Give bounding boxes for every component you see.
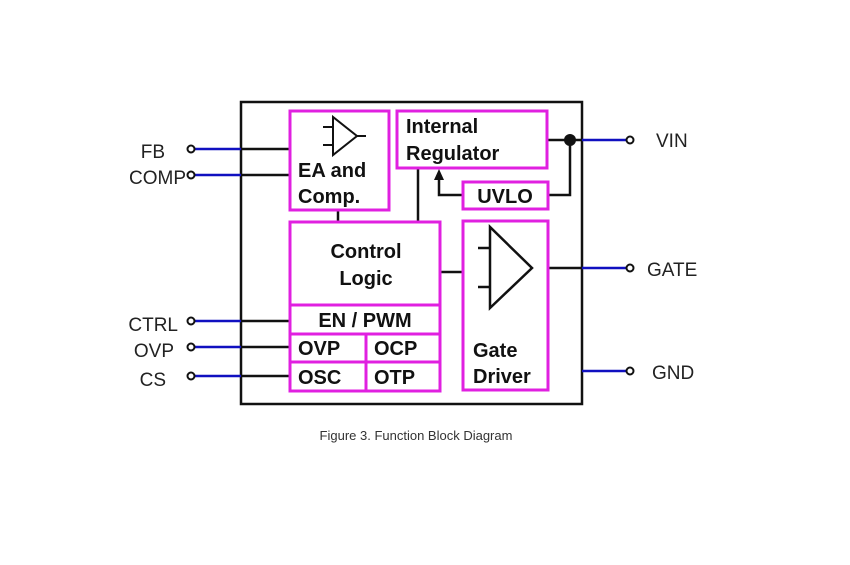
ea-label-line1: EA and xyxy=(298,160,366,182)
cs-pin-terminal xyxy=(186,371,196,381)
vin-pin-label: VIN xyxy=(656,131,688,152)
vin-pin-terminal xyxy=(625,135,635,145)
internal-regulator-block xyxy=(395,109,549,170)
figure-caption: Figure 3. Function Block Diagram xyxy=(320,428,513,443)
gnd-pin-terminal xyxy=(625,366,635,376)
comp-pin-terminal xyxy=(186,170,196,180)
vin-to-uvlo-wire xyxy=(548,140,572,197)
uvlo-label: UVLO xyxy=(477,186,533,208)
ocp-block-label: OCP xyxy=(374,338,417,360)
gate-pin-terminal xyxy=(625,263,635,273)
ctrl-pin-terminal xyxy=(186,316,196,326)
ovp-pin-label: OVP xyxy=(134,341,174,362)
ea-label-line2: Comp. xyxy=(298,186,360,208)
otp-block xyxy=(364,360,442,393)
regulator-label-line1: Internal xyxy=(406,116,478,138)
uvlo-arrow-head xyxy=(434,169,444,180)
ctrl-pin-label: CTRL xyxy=(128,315,178,336)
uvlo-block xyxy=(461,180,550,211)
control-label-line1: Control xyxy=(330,241,401,263)
gate-pin-label: GATE xyxy=(647,260,697,281)
amplifier-icon xyxy=(323,114,366,158)
osc-block-label: OSC xyxy=(298,367,341,389)
osc-block xyxy=(288,360,368,393)
fb-pin-terminal xyxy=(186,144,196,154)
ovp-block-label: OVP xyxy=(298,338,340,360)
buffer-driver-icon xyxy=(478,224,534,311)
control-logic-block xyxy=(288,220,442,307)
gate-driver-label-line1: Gate xyxy=(473,340,517,362)
ovp-pin-terminal xyxy=(186,342,196,352)
gate-driver-block xyxy=(461,219,550,392)
gate-driver-label-line2: Driver xyxy=(473,366,531,388)
otp-block-label: OTP xyxy=(374,367,415,389)
uvlo-to-regulator-wire xyxy=(437,178,463,197)
en-pwm-label: EN / PWM xyxy=(318,310,411,332)
control-label-line2: Logic xyxy=(339,268,392,290)
cs-pin-label: CS xyxy=(140,370,166,391)
vin-junction-dot xyxy=(564,134,576,146)
fb-pin-label: FB xyxy=(141,142,165,163)
regulator-label-line2: Regulator xyxy=(406,143,500,165)
chip-outline xyxy=(239,100,584,406)
ea-comp-block xyxy=(288,109,391,212)
gnd-pin-label: GND xyxy=(652,363,694,384)
comp-pin-label: COMP xyxy=(129,168,186,189)
